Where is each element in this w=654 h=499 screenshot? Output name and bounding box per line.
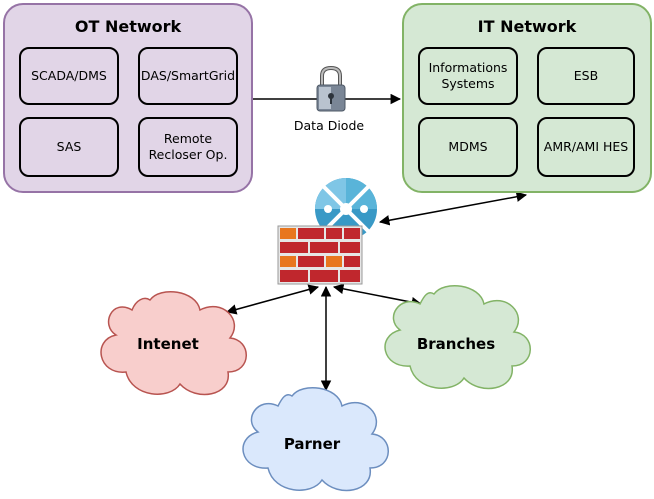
padlock-icon [316,65,346,112]
mdms-node: MDMS [418,117,518,177]
firewall-icon [277,225,363,285]
partner-label: Parner [283,435,341,453]
internet-label: Intenet [137,335,199,353]
data-diode-label: Data Diode [284,118,374,133]
sas-node: SAS [19,117,119,177]
it-network-title: IT Network [477,17,577,36]
scada-dms-node: SCADA/DMS [19,47,119,105]
ot-network-group: OT Network SCADA/DMS DAS/SmartGrid SAS R… [3,3,253,193]
it-network-group: IT Network Informations Systems ESB MDMS… [402,3,652,193]
esb-node: ESB [537,47,635,105]
branches-cloud [384,285,531,390]
amr-ami-hes-node: AMR/AMI HES [537,117,635,177]
branches-label: Branches [416,335,496,353]
firewall-to-it-connector [378,191,528,226]
firewall-to-branches-connector [332,283,423,308]
ot-network-title: OT Network [74,17,182,36]
firewall-to-internet-connector [225,284,320,315]
internet-cloud [100,291,247,396]
remote-recloser-node: Remote Recloser Op. [138,117,238,177]
partner-cloud [242,387,389,492]
network-hub-icon [315,178,377,240]
information-systems-node: Informations Systems [418,47,518,105]
das-smartgrid-node: DAS/SmartGrid [138,47,238,105]
